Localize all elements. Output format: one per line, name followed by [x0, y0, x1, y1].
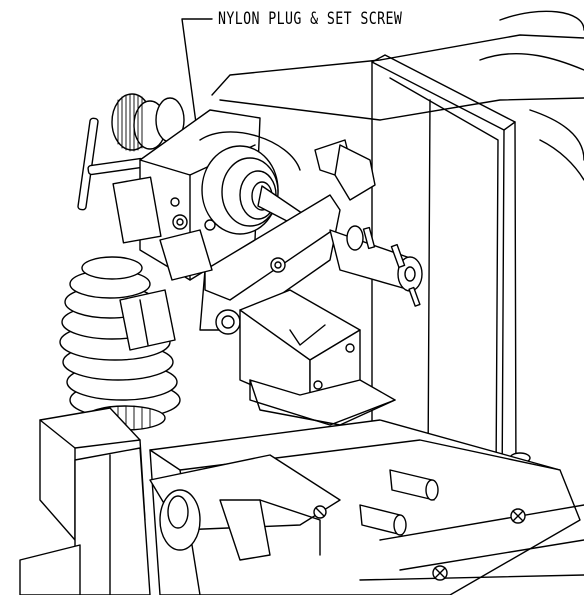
right-shaft	[329, 225, 423, 307]
carriage-pins	[359, 469, 439, 536]
motor-housing	[211, 10, 584, 181]
base-column	[19, 407, 151, 595]
cutter-arm	[199, 139, 376, 335]
nylon-plug-callout-label: NYLON PLUG & SET SCREW	[218, 9, 403, 29]
spring-bracket	[119, 229, 213, 351]
knurled-knob	[111, 93, 185, 152]
screws	[313, 505, 526, 581]
clamp-vise	[239, 289, 396, 426]
